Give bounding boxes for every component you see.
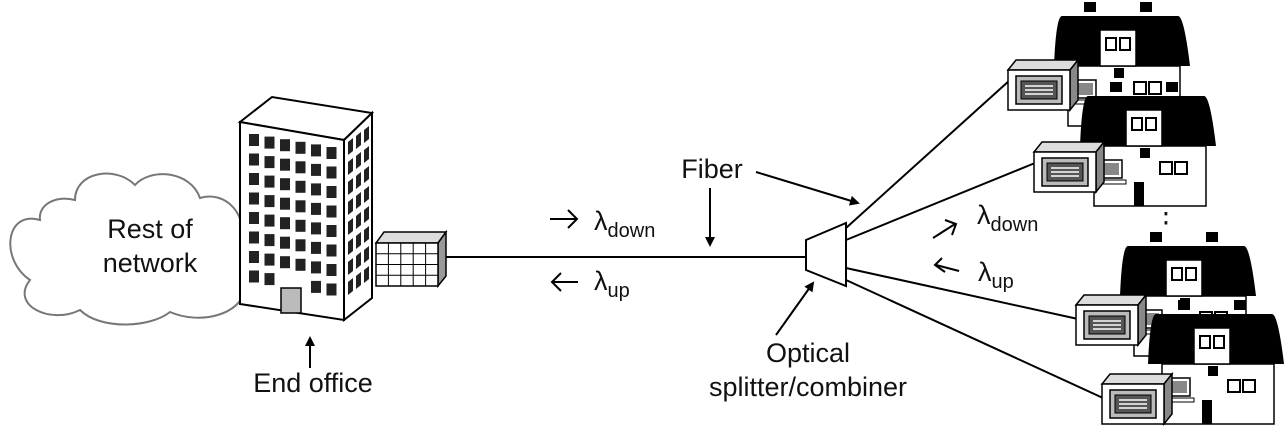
building-window: [264, 195, 275, 208]
splitter-label-line1: Optical: [766, 338, 850, 368]
lambda-down-subscript: down: [608, 220, 656, 242]
building-window: [249, 134, 259, 146]
building-window: [311, 261, 321, 274]
building-window: [311, 280, 321, 293]
building-window: [249, 153, 259, 166]
building-window: [326, 166, 337, 179]
building-window: [295, 200, 306, 213]
building-window: [249, 173, 259, 185]
cloud-label-line2: network: [103, 248, 198, 278]
lambda-symbol-right: λ: [977, 200, 991, 230]
building-side-window: [356, 192, 361, 209]
svg-text:λup: λup: [594, 266, 630, 302]
building-window: [311, 241, 321, 254]
building-window: [295, 239, 306, 252]
building-window: [295, 161, 306, 174]
optical-splitter: [805, 221, 847, 288]
central-equipment-box: [374, 229, 448, 289]
building-window: [249, 251, 259, 263]
building-side-window: [348, 278, 353, 295]
lambda-up-right: λup: [933, 257, 1014, 293]
building-window: [264, 136, 275, 149]
building-side-window: [356, 172, 361, 189]
building-side-window: [364, 126, 369, 143]
building-window: [326, 205, 337, 218]
building-window: [249, 212, 259, 224]
lambda-down-left: λdown: [550, 206, 655, 242]
building-window: [311, 222, 321, 235]
building-window: [326, 225, 337, 237]
building-window: [280, 197, 290, 210]
svg-text:λdown: λdown: [977, 200, 1038, 236]
building-window: [280, 158, 290, 171]
svg-text:λdown: λdown: [594, 206, 655, 242]
lambda-up-subscript-right: up: [992, 271, 1014, 293]
building-window: [280, 217, 290, 230]
building-side-window: [356, 132, 361, 149]
end-office-building: [237, 95, 375, 323]
lambda-up-subscript: up: [608, 280, 630, 302]
building-window: [311, 183, 321, 196]
building-window: [295, 180, 306, 193]
building-side-window: [348, 258, 353, 275]
building-window: [264, 156, 275, 169]
building-window: [280, 236, 290, 249]
building-side-window: [356, 272, 361, 289]
building-window: [295, 219, 306, 232]
building-window: [264, 273, 275, 286]
fiber-label: Fiber: [681, 154, 743, 184]
building-window: [295, 258, 306, 271]
building-window: [264, 214, 275, 227]
building-window: [311, 144, 321, 157]
building-window: [326, 186, 337, 198]
lambda-symbol: λ: [594, 206, 608, 236]
building-window: [326, 283, 337, 296]
building-window: [264, 234, 275, 247]
building-window: [280, 178, 290, 191]
building-window: [264, 175, 275, 188]
building-window: [326, 147, 337, 159]
building-side-window: [364, 146, 369, 163]
splitter-label-line2: splitter/combiner: [709, 372, 907, 402]
building-window: [326, 264, 337, 276]
building-side-window: [348, 158, 353, 175]
building-side-window: [348, 238, 353, 255]
lambda-down-right: λdown: [932, 200, 1038, 239]
cloud-label-line1: Rest of: [107, 214, 193, 244]
building-window: [280, 139, 290, 152]
building-side-window: [364, 186, 369, 203]
building-side-window: [356, 252, 361, 269]
building-window: [311, 202, 321, 215]
building-side-window: [356, 212, 361, 229]
building-side-window: [348, 138, 353, 155]
building-side-window: [348, 198, 353, 215]
building-side-window: [348, 218, 353, 235]
lambda-down-subscript-right: down: [991, 214, 1039, 236]
lambda-symbol-up: λ: [594, 266, 608, 296]
svg-text:λup: λup: [978, 257, 1014, 293]
building-side-window: [364, 226, 369, 243]
building-window: [295, 141, 306, 154]
building-side-window: [356, 232, 361, 249]
drop-fibers: [845, 79, 1104, 399]
building-window: [249, 270, 259, 283]
building-window: [264, 253, 275, 266]
lambda-symbol-right-up: λ: [978, 257, 992, 287]
splitter-arrow: [775, 281, 815, 336]
lambda-up-left: λup: [550, 266, 630, 302]
building-window: [249, 192, 259, 205]
fiber-arrow-right: [755, 171, 860, 206]
building-side-window: [348, 178, 353, 195]
building-window: [311, 163, 321, 176]
building-side-window: [364, 206, 369, 223]
end-office-label: End office: [253, 368, 373, 398]
building-side-window: [364, 246, 369, 263]
building-side-window: [364, 166, 369, 183]
building-window: [249, 231, 259, 244]
building-window: [280, 256, 290, 269]
building-side-window: [364, 266, 369, 283]
building-side-window: [356, 152, 361, 169]
building-window: [326, 244, 337, 257]
